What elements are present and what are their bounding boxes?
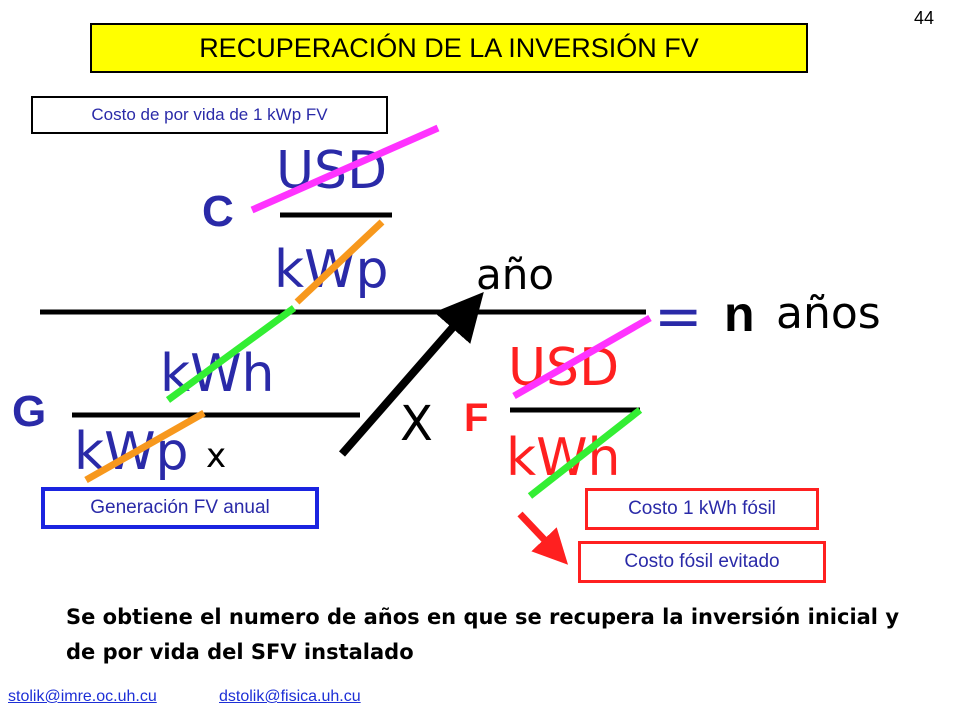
years-label: años — [776, 288, 881, 339]
orange-cancel-kwp-c — [294, 219, 385, 305]
magenta-cancel-usd-f — [512, 314, 652, 400]
black-arrow — [338, 291, 484, 457]
red-arrow — [517, 511, 569, 565]
avoided-fossil-cost-label: Costo fósil evitado — [578, 541, 826, 583]
fossil-cost-label: Costo 1 kWh fósil — [585, 488, 819, 530]
magenta-cancel-usd-c — [250, 124, 440, 214]
slide-title: RECUPERACIÓN DE LA INVERSIÓN FV — [90, 23, 808, 73]
green-cancel-kwh-f — [527, 407, 643, 499]
multiply-small: x — [206, 436, 227, 476]
footer-email-1[interactable]: stolik@imre.oc.uh.cu — [8, 688, 157, 705]
f-symbol: F — [464, 396, 489, 440]
annual-generation-label: Generación FV anual — [41, 487, 319, 529]
summary-text: Se obtiene el numero de años en que se r… — [66, 605, 900, 664]
footer-email-2[interactable]: dstolik@fisica.uh.cu — [219, 688, 361, 705]
page-number: 44 — [914, 8, 935, 28]
n-symbol: n — [724, 286, 755, 342]
lifetime-cost-label: Costo de por vida de 1 kWp FV — [31, 96, 388, 134]
multiply-large: X — [400, 396, 433, 452]
c-symbol: C — [202, 187, 234, 236]
g-symbol: G — [12, 387, 47, 436]
green-cancel-kwh-g — [165, 305, 297, 403]
orange-cancel-kwp-g — [84, 409, 206, 484]
year-label: año — [476, 250, 555, 299]
equals-sign: = — [654, 282, 703, 350]
